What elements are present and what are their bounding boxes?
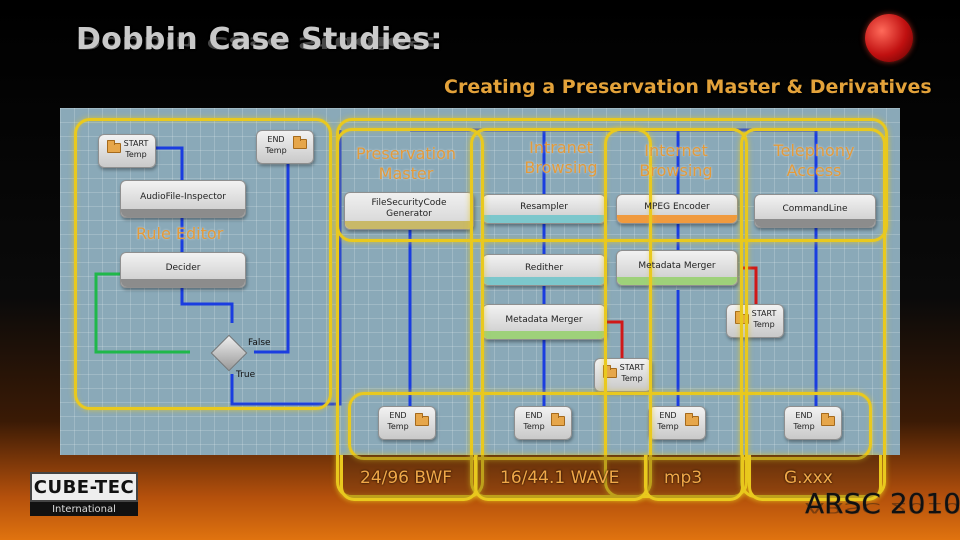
event-label-reflection: ARSC 2010 [805, 499, 960, 517]
rule-editor-label: Rule Editor [136, 224, 224, 243]
intranet-heading: Intranet Browsing [524, 138, 598, 177]
preservation-format-tab [340, 455, 478, 501]
resampler-node[interactable]: Resampler [482, 194, 606, 224]
logo-icon [865, 14, 913, 62]
end-node[interactable]: END Temp [256, 130, 314, 164]
telephony-format-tab [748, 455, 882, 501]
metadata-merger-node-1[interactable]: Metadata Merger [482, 304, 606, 340]
start-temp-node-2[interactable]: START Temp [726, 304, 784, 338]
metadata-merger-node-2[interactable]: Metadata Merger [616, 250, 738, 286]
commandline-node[interactable]: CommandLine [754, 194, 876, 228]
slide-subtitle: Creating a Preservation Master & Derivat… [444, 76, 932, 98]
end-temp-node-4[interactable]: END Temp [784, 406, 842, 440]
decider-node[interactable]: Decider [120, 252, 246, 288]
audiofile-inspector-node[interactable]: AudioFile-Inspector [120, 180, 246, 218]
preservation-heading: Preservation Master [355, 144, 457, 183]
internet-format: mp3 [664, 468, 703, 488]
true-label: True [236, 370, 256, 380]
slide-title: Dobbin Case Studies: [76, 22, 443, 57]
internet-format-tab [644, 455, 744, 501]
event-label: ARSC 2010 [805, 487, 960, 520]
start-node[interactable]: START Temp [98, 134, 156, 168]
internet-heading: Internet Browsing [639, 141, 713, 180]
cubetec-logo-top: CUBE-TEC [30, 472, 138, 502]
end-temp-node-2[interactable]: END Temp [514, 406, 572, 440]
telephony-heading: Telephony Access [773, 141, 855, 180]
cubetec-logo: CUBE-TEC International [30, 472, 138, 520]
cubetec-logo-bottom: International [30, 502, 138, 516]
preservation-format: 24/96 BWF [360, 468, 453, 488]
telephony-format: G.xxx [784, 468, 833, 488]
end-temp-node-3[interactable]: END Temp [648, 406, 706, 440]
intranet-format-tab [474, 455, 648, 501]
workflow-canvas: START Temp END Temp AudioFile-Inspector … [60, 108, 900, 455]
redither-node[interactable]: Redither [482, 254, 606, 286]
filesecuritycode-generator-node[interactable]: FileSecurityCode Generator [344, 192, 474, 230]
start-temp-node-1[interactable]: START Temp [594, 358, 652, 392]
end-temp-node-1[interactable]: END Temp [378, 406, 436, 440]
mpeg-encoder-node[interactable]: MPEG Encoder [616, 194, 738, 224]
false-label: False [248, 338, 271, 348]
intranet-format: 16/44.1 WAVE [500, 468, 620, 488]
